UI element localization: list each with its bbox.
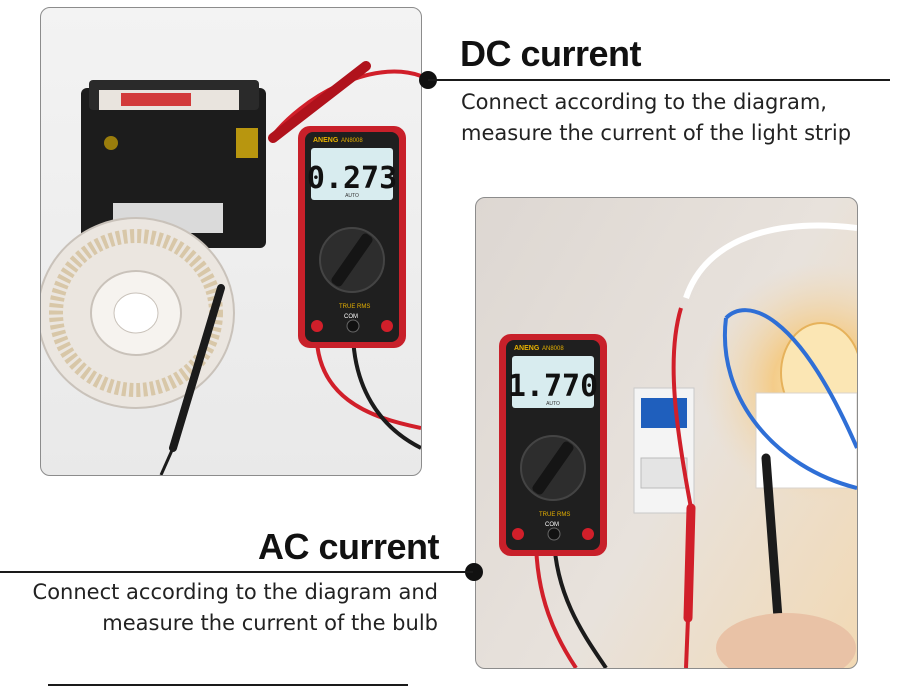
ac-heading: AC current <box>258 526 440 567</box>
ac-meter-com: COM <box>545 522 559 528</box>
dc-meter-trms: TRUE RMS <box>339 304 370 310</box>
dc-description-line1: Connect according to the diagram, <box>461 90 827 114</box>
dc-heading: DC current <box>460 33 642 74</box>
dc-meter-reading: 0.273 <box>307 161 397 196</box>
led-strip-reel <box>41 217 235 409</box>
ac-description-line2: measure the current of the bulb <box>102 611 438 635</box>
ac-current-photo: 1.770 ANENG AN8008 AUTO TRUE RMS COM <box>475 197 858 669</box>
dc-description-line2: measure the current of the light strip <box>461 121 852 145</box>
black-dot-icon <box>465 563 483 581</box>
dc-meter-auto: AUTO <box>345 193 359 199</box>
dc-meter-model: AN8008 <box>341 138 363 144</box>
ac-meter-trms: TRUE RMS <box>539 512 570 518</box>
dc-current-photo: 0.273 ANENG AN8008 AUTO TRUE RMS COM <box>40 7 422 476</box>
ac-scene-illustration: 1.770 ANENG AN8008 AUTO TRUE RMS COM <box>499 222 857 668</box>
ac-meter-reading: 1.770 <box>508 369 598 404</box>
ac-divider-line <box>0 571 473 573</box>
dc-meter-com: COM <box>344 314 358 320</box>
ac-meter-brand: ANENG <box>514 345 540 352</box>
battery-illustration <box>81 80 266 248</box>
ac-description-line1: Connect according to the diagram and <box>32 580 438 604</box>
bottom-divider-line <box>48 684 408 686</box>
ac-meter-model: AN8008 <box>542 346 564 352</box>
dc-divider-line <box>428 79 890 81</box>
dc-scene-illustration: 0.273 ANENG AN8008 AUTO TRUE RMS COM <box>41 61 421 475</box>
dc-multimeter: 0.273 ANENG AN8008 AUTO TRUE RMS COM <box>298 126 406 348</box>
ac-multimeter: 1.770 ANENG AN8008 AUTO TRUE RMS COM <box>499 334 607 556</box>
dc-meter-brand: ANENG <box>313 137 339 144</box>
ac-meter-auto: AUTO <box>546 401 560 407</box>
